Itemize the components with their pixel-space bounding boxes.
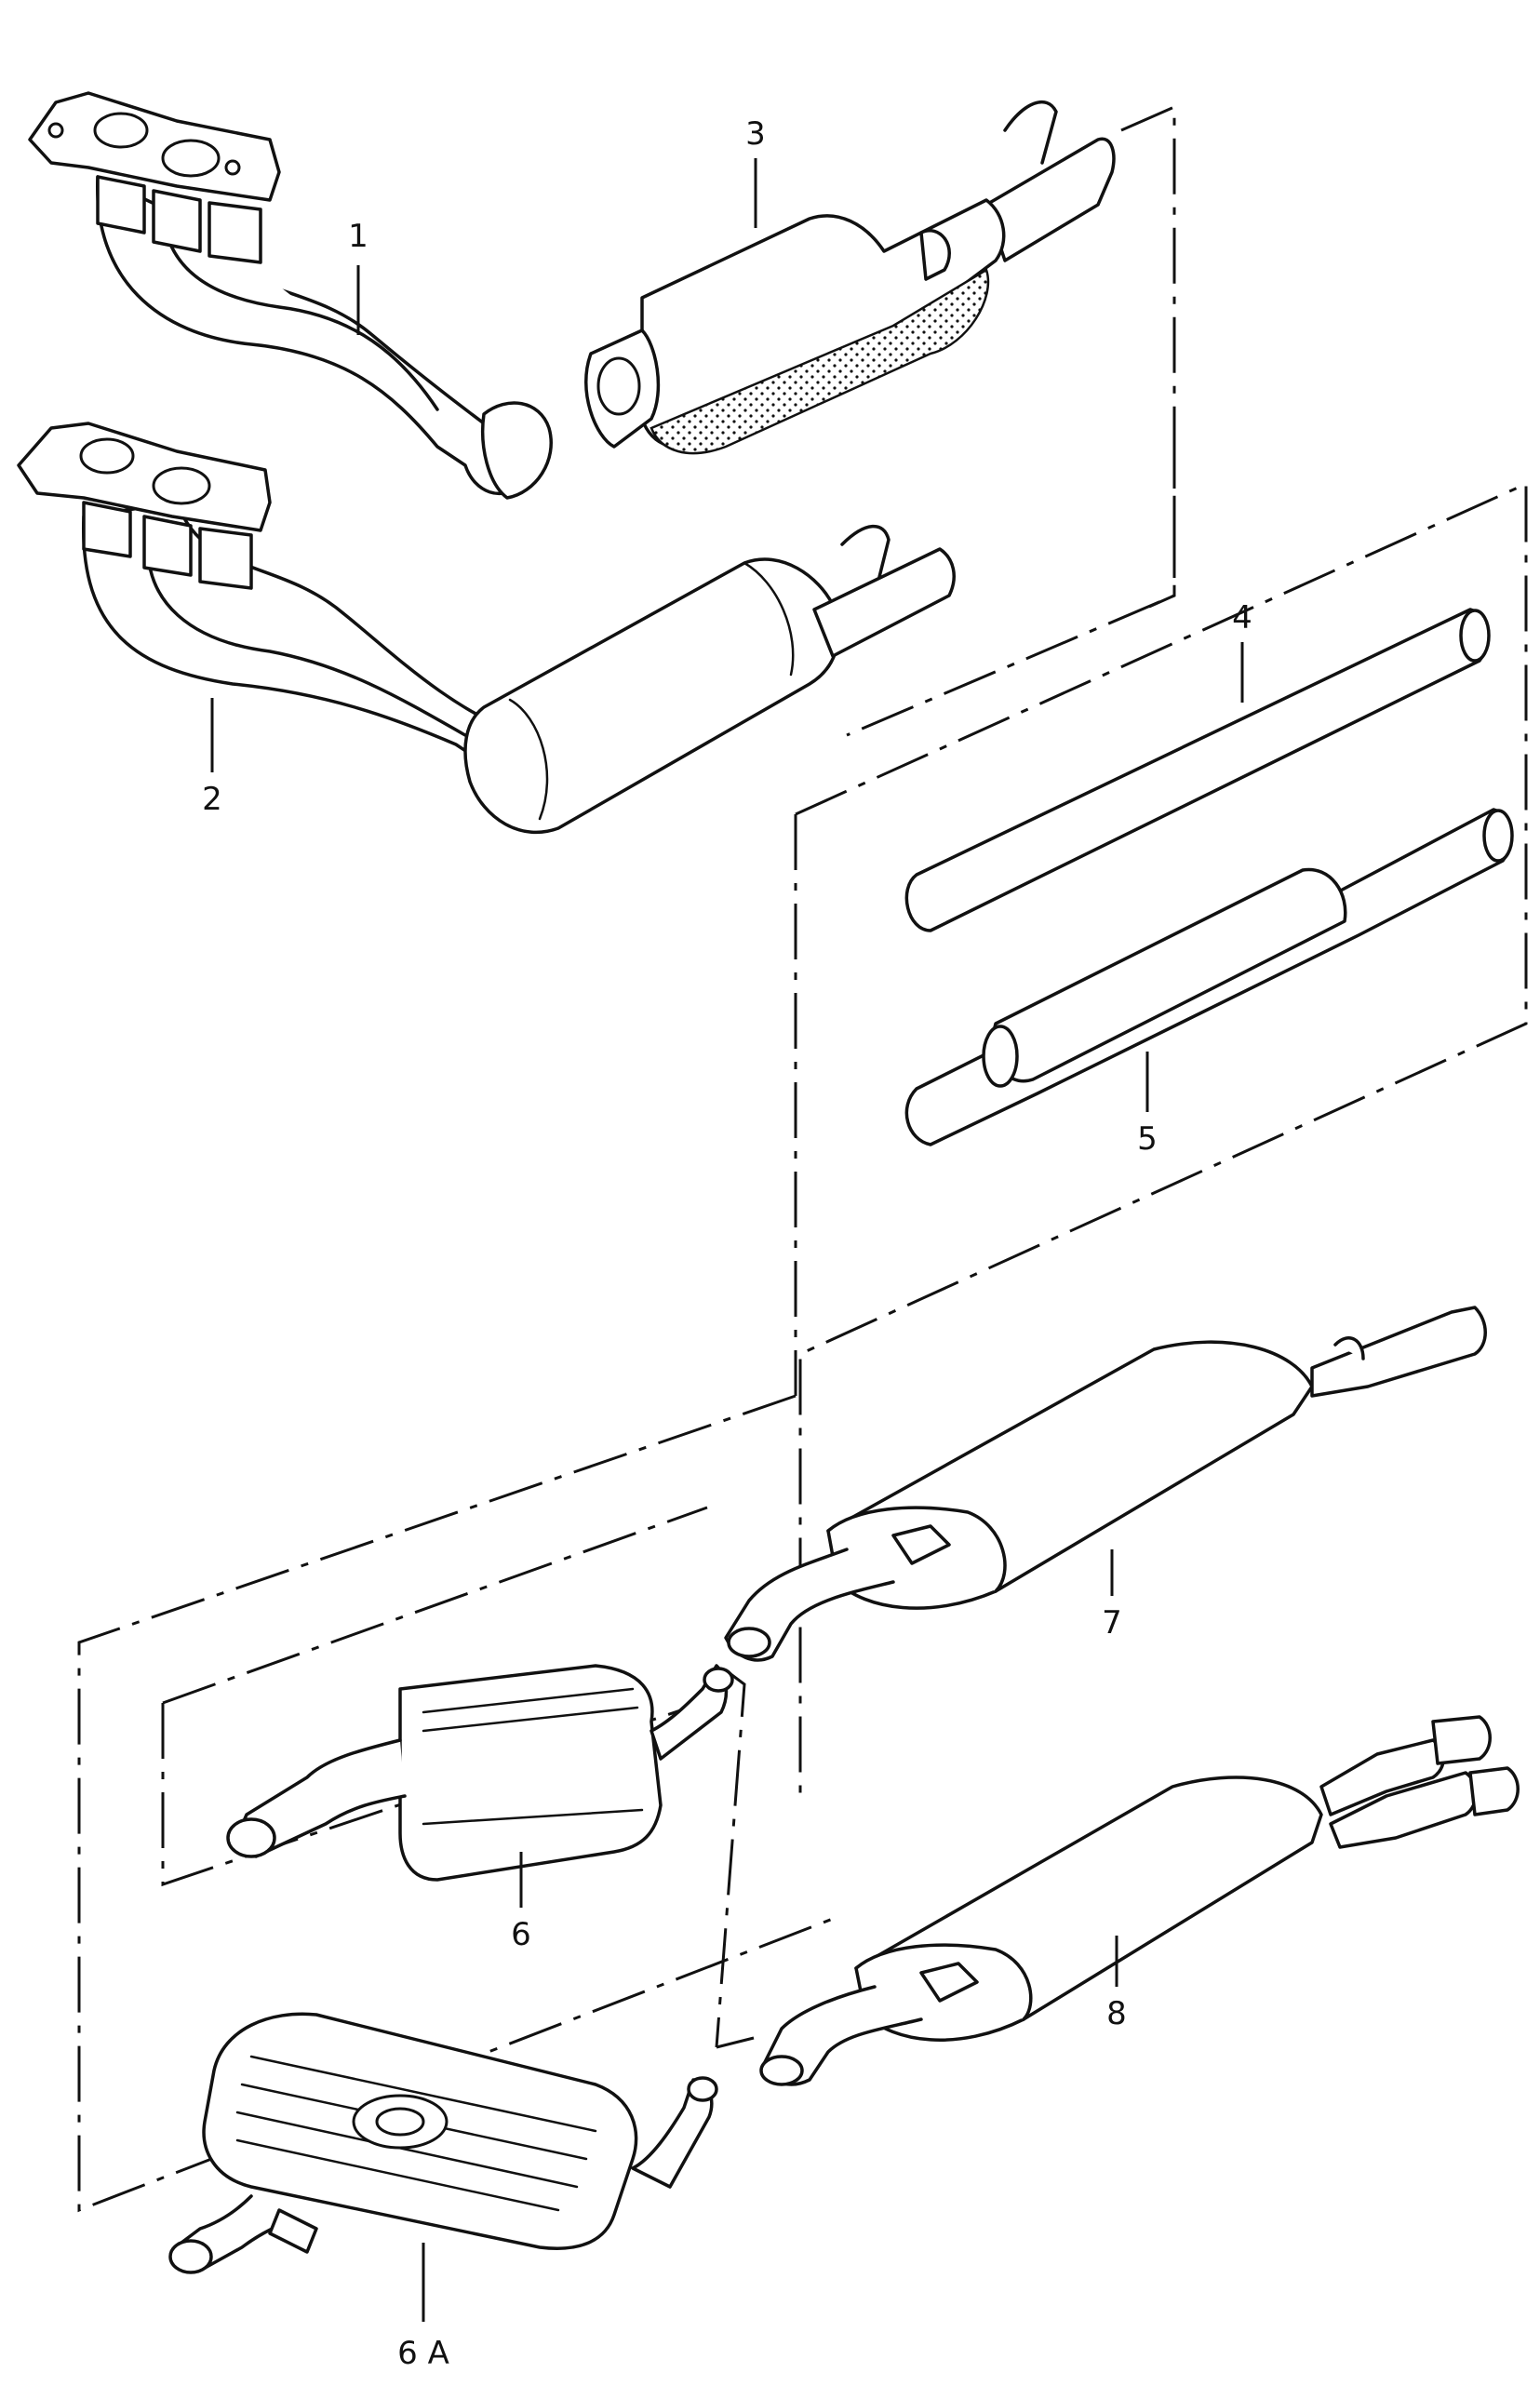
callout-4: 4 (1232, 599, 1252, 637)
callout-2: 2 (202, 781, 222, 818)
part-3-catalytic-converter (584, 101, 1116, 455)
part-2-front-pipe-with-silencer (17, 422, 956, 835)
part-7-rear-silencer (724, 1306, 1487, 1662)
callout-1: 1 (348, 218, 368, 255)
callout-3: 3 (745, 115, 766, 153)
part-6a-rear-silencer-ribbed (168, 2012, 718, 2274)
callout-5: 5 (1137, 1120, 1158, 1158)
callout-8: 8 (1106, 1995, 1127, 2032)
callout-7: 7 (1102, 1604, 1122, 1642)
callout-6: 6 (511, 1916, 531, 1953)
part-1-front-pipe (28, 91, 553, 500)
callout-6a: 6 A (397, 2335, 449, 2372)
part-4-intermediate-pipe (904, 608, 1491, 932)
assembly-boundary-lines (77, 104, 1528, 2213)
part-6-rear-silencer-box (226, 1664, 734, 1882)
part-8-rear-silencer-dual-outlet (759, 1715, 1520, 2086)
part-5-intermediate-pipe-resonator (904, 808, 1514, 1146)
callout-labels: 1 2 3 4 5 6 7 8 6 A (202, 115, 1252, 2372)
callout-leaders (210, 158, 1244, 2322)
